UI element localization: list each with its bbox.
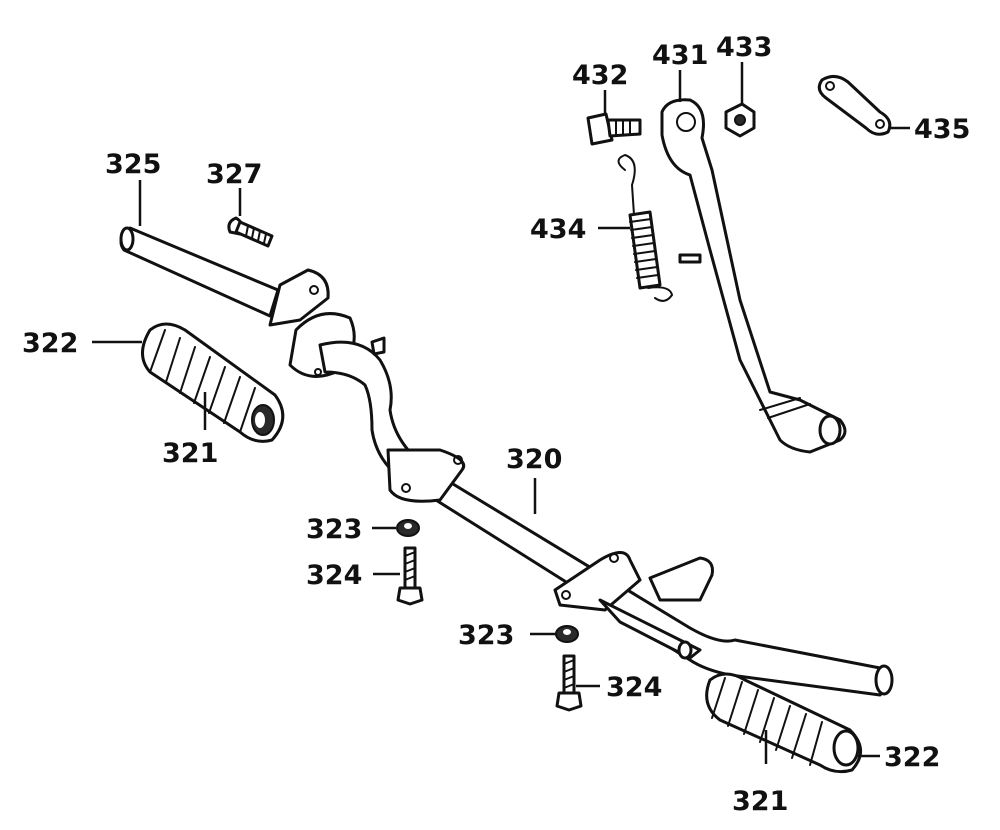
label-432: 432 bbox=[572, 60, 628, 91]
footrest-rubber-left bbox=[141, 322, 285, 443]
label-324-upper: 324 bbox=[306, 560, 362, 591]
washer-323-lower bbox=[555, 625, 579, 643]
label-321-right: 321 bbox=[732, 786, 788, 817]
label-433: 433 bbox=[716, 32, 772, 63]
label-434: 434 bbox=[530, 214, 586, 245]
label-321-left: 321 bbox=[162, 438, 218, 469]
label-324-lower: 324 bbox=[606, 672, 662, 703]
pivot-bolt-432 bbox=[586, 112, 642, 146]
label-322-right: 322 bbox=[884, 742, 940, 773]
bracket-435 bbox=[817, 75, 892, 136]
label-322-left: 322 bbox=[22, 328, 78, 359]
label-323-upper: 323 bbox=[306, 514, 362, 545]
spring-434 bbox=[617, 153, 674, 302]
main-footrest-bar-320 bbox=[268, 268, 894, 697]
label-323-lower: 323 bbox=[458, 620, 514, 651]
label-435: 435 bbox=[914, 114, 970, 145]
bolt-324-upper bbox=[396, 546, 424, 606]
label-327: 327 bbox=[206, 159, 262, 190]
footrest-rubber-right bbox=[705, 672, 862, 774]
part-labels: 325 327 322 321 320 323 324 323 324 321 … bbox=[22, 32, 970, 817]
label-325: 325 bbox=[105, 149, 161, 180]
label-431: 431 bbox=[652, 40, 708, 71]
leader-lines bbox=[92, 62, 910, 764]
bolt-327 bbox=[227, 216, 274, 248]
bolt-324-lower bbox=[555, 654, 583, 712]
footrest-shaft-325 bbox=[119, 226, 280, 318]
side-stand-431 bbox=[660, 98, 847, 454]
label-320: 320 bbox=[506, 444, 562, 475]
washer-323-upper bbox=[396, 519, 420, 537]
nut-433 bbox=[724, 102, 756, 138]
